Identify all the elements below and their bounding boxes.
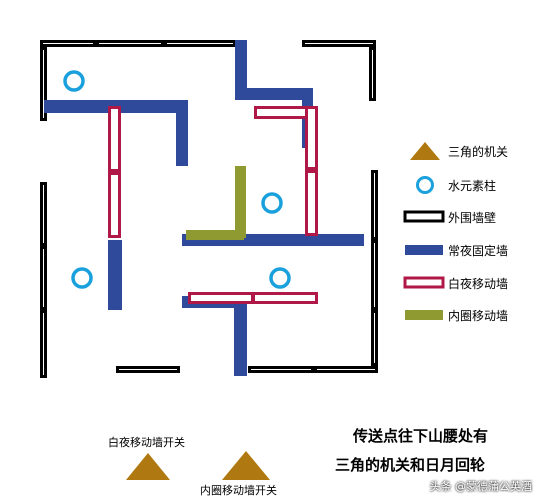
- legend-item-olive-wall: 内圈移动墙: [402, 304, 508, 326]
- outer-wall-segment: [248, 366, 314, 373]
- water-pillar-icon: [269, 267, 291, 289]
- outer-wall-segment: [40, 182, 47, 246]
- outer-wall-segment: [40, 40, 96, 47]
- water-pillar-icon: [261, 192, 283, 214]
- triangle-icon: [402, 140, 448, 162]
- pillar-icon: [402, 174, 448, 196]
- watermark: 头条 @蒙德蒲公英酒: [429, 480, 533, 493]
- day-night-moving-walls: [108, 106, 318, 304]
- water-pillar-icon: [63, 70, 85, 92]
- outer-wall-segment: [96, 40, 164, 47]
- legend-item-triangle: 三角的机关: [402, 140, 508, 162]
- legend-label: 内圈移动墙: [448, 308, 509, 323]
- outer-wall-segment: [369, 47, 376, 101]
- legend-item-fixed-wall: 常夜固定墙: [402, 239, 508, 261]
- red-wall-segment: [108, 172, 121, 238]
- legend-label: 白夜移动墙: [448, 276, 509, 291]
- outer-wall-segment: [371, 170, 378, 240]
- outer-wall-segment: [164, 40, 236, 47]
- red-wall-segment: [252, 292, 318, 304]
- caption-line-1: 传送点往下山腰处有: [353, 427, 489, 445]
- legend-label: 三角的机关: [448, 144, 509, 159]
- legend-item-outer-wall: 外围墙壁: [402, 206, 496, 228]
- legend-label: 常夜固定墙: [448, 243, 509, 258]
- fixed-wall-segment: [176, 100, 188, 166]
- olive-wall-icon: [402, 304, 448, 326]
- inner-switch-label: 内圈移动墙开关: [200, 484, 277, 497]
- outer-wall-segment: [40, 246, 47, 310]
- caption-line-2: 三角的机关和日月回轮: [335, 456, 486, 474]
- legend-label: 水元素柱: [448, 178, 497, 193]
- olive-wall-segment: [235, 166, 246, 238]
- water-pillars: [63, 70, 291, 289]
- outer-walls: [40, 40, 378, 378]
- red-wall-icon: [402, 272, 448, 294]
- outer-wall-segment: [314, 366, 378, 373]
- fixed-wall-segment: [235, 88, 313, 100]
- red-wall-segment: [188, 292, 254, 304]
- red-wall-segment: [305, 170, 318, 236]
- olive-wall-segment: [186, 230, 244, 240]
- fixed-wall-segment: [108, 240, 122, 310]
- legend-label: 外围墙壁: [448, 210, 497, 225]
- outer-wall-segment: [116, 366, 180, 373]
- red-wall-segment: [305, 106, 318, 170]
- red-wall-segment: [108, 106, 121, 172]
- water-pillar-icon: [71, 267, 93, 289]
- outer-wall-segment: [371, 240, 378, 310]
- outer-wall-icon: [402, 206, 448, 228]
- outer-wall-segment: [302, 40, 376, 47]
- legend-item-red-wall: 白夜移动墙: [402, 272, 508, 294]
- outer-wall-segment: [371, 310, 378, 366]
- day-night-switch-triangle-icon: [126, 453, 170, 480]
- inner-switch-triangle-icon: [222, 451, 270, 480]
- outer-wall-segment: [40, 47, 47, 121]
- legend-item-pillar: 水元素柱: [402, 174, 496, 196]
- day-night-switch-label: 白夜移动墙开关: [108, 436, 185, 449]
- inner-moving-walls: [186, 166, 246, 240]
- outer-wall-segment: [40, 310, 47, 378]
- fixed-wall-segment: [234, 296, 247, 376]
- fixed-wall-icon: [402, 239, 448, 261]
- fixed-wall-segment: [235, 40, 247, 100]
- switch-triangles: [126, 451, 270, 480]
